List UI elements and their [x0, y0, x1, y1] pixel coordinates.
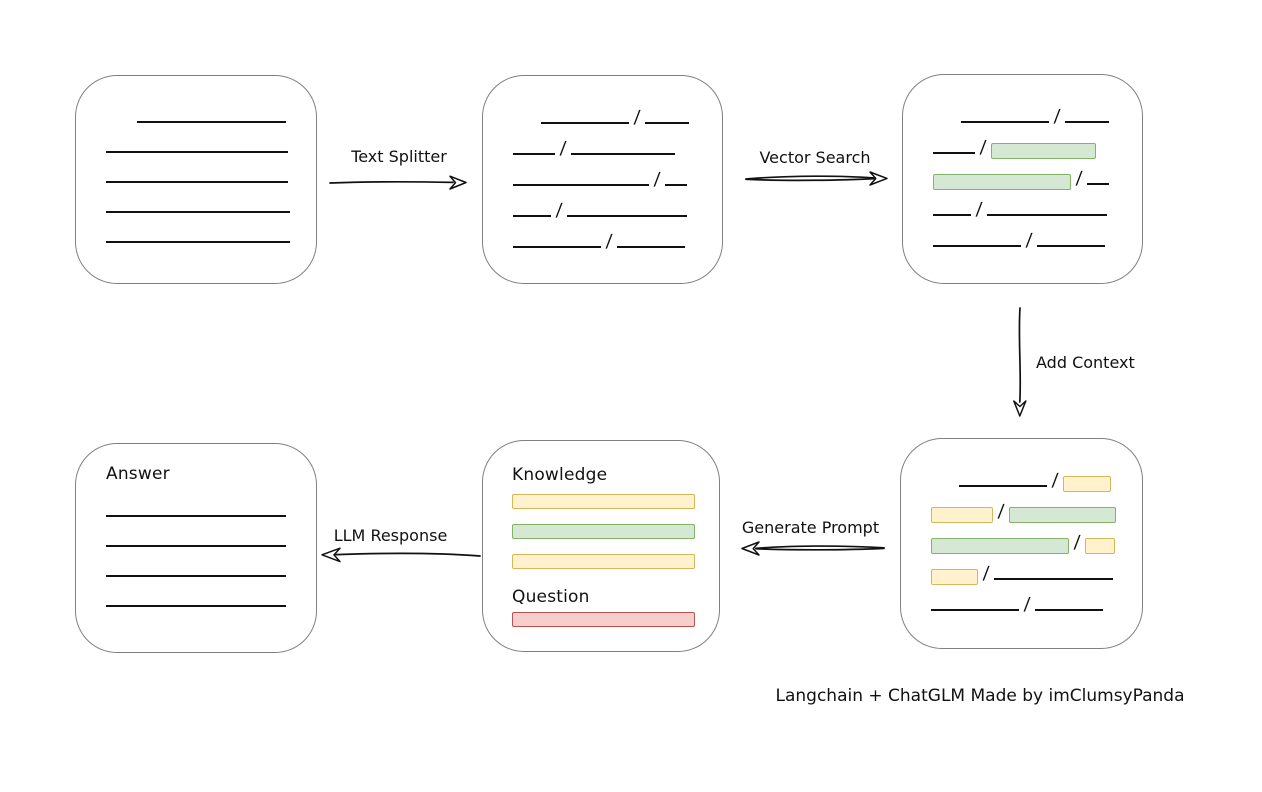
answer-node: Answer	[75, 443, 317, 653]
slash-separator: /	[555, 200, 563, 221]
slash-separator: /	[605, 231, 613, 252]
text-line	[1087, 183, 1110, 185]
yellow-bar	[512, 554, 695, 569]
highlight-chunk-green	[933, 174, 1071, 190]
text-line	[994, 578, 1114, 580]
text-line	[541, 122, 629, 124]
slash-separator: /	[975, 199, 983, 220]
generate-prompt-label: Generate Prompt	[741, 518, 880, 537]
text-row: /	[933, 134, 1142, 160]
slash-separator: /	[1025, 230, 1033, 251]
vector-search-arrow	[745, 171, 888, 186]
highlight-chunk-yellow	[1085, 538, 1116, 554]
highlight-chunk-yellow	[931, 569, 978, 585]
green-bar	[512, 524, 695, 539]
text-line	[1065, 121, 1110, 123]
text-row: /	[931, 529, 1142, 555]
highlight-chunk-green	[1009, 507, 1117, 523]
text-row: /	[931, 498, 1142, 524]
text-row: /	[933, 227, 1142, 253]
text-row: /	[933, 165, 1142, 191]
text-line	[933, 152, 975, 154]
text-row: /	[513, 135, 722, 161]
text-line	[106, 181, 288, 183]
text-line	[513, 246, 601, 248]
text-line	[931, 609, 1019, 611]
text-line	[1035, 609, 1104, 611]
vector-matched-node: / / / / /	[902, 74, 1143, 284]
question-bars	[512, 612, 695, 627]
text-line	[961, 121, 1049, 123]
slash-separator: /	[979, 137, 987, 158]
slash-separator: /	[1051, 470, 1059, 491]
yellow-bar	[512, 494, 695, 509]
text-line	[987, 214, 1108, 216]
llm-response-label: LLM Response	[333, 526, 448, 545]
text-line	[933, 214, 971, 216]
vector-search-label: Vector Search	[759, 148, 871, 167]
text-line	[933, 245, 1021, 247]
text-row: /	[513, 228, 722, 254]
text-splitter-arrow	[329, 175, 467, 190]
text-row: /	[931, 560, 1142, 586]
highlight-chunk-green	[991, 143, 1097, 159]
text-line	[959, 485, 1047, 487]
generate-prompt-arrow	[741, 541, 885, 556]
text-line	[137, 121, 286, 123]
text-line	[513, 153, 555, 155]
caption: Langchain + ChatGLM Made by imClumsyPand…	[775, 686, 1185, 706]
text-row: /	[513, 104, 722, 130]
llm-response-arrow	[321, 547, 481, 563]
split-text-node: / / / / /	[482, 75, 723, 284]
text-line	[106, 575, 286, 577]
spacer	[933, 128, 961, 129]
answer-lines	[106, 515, 316, 607]
text-line	[106, 241, 290, 243]
slash-separator: /	[1075, 168, 1083, 189]
text-line	[1037, 245, 1106, 247]
text-row: /	[933, 103, 1142, 129]
slash-separator: /	[633, 107, 641, 128]
add-context-label: Add Context	[1036, 353, 1135, 372]
text-line	[571, 153, 676, 155]
knowledge-bars	[512, 494, 695, 569]
text-splitter-label: Text Splitter	[351, 147, 447, 166]
slash-separator: /	[559, 138, 567, 159]
prompt-node: Knowledge Question	[482, 440, 720, 652]
slash-separator: /	[1053, 106, 1061, 127]
text-row: /	[931, 467, 1142, 493]
highlight-chunk-yellow	[1063, 476, 1112, 492]
text-row: /	[931, 591, 1142, 617]
slash-separator: /	[1073, 532, 1081, 553]
text-line	[513, 184, 649, 186]
slash-separator: /	[982, 563, 990, 584]
text-line	[106, 545, 286, 547]
text-line	[567, 215, 688, 217]
context-node: / / / / /	[900, 438, 1143, 649]
spacer	[931, 492, 959, 493]
spacer	[513, 129, 541, 130]
question-label: Question	[512, 587, 590, 607]
text-line	[617, 246, 686, 248]
highlight-chunk-green	[931, 538, 1069, 554]
add-context-arrow	[1013, 307, 1027, 417]
slash-separator: /	[653, 169, 661, 190]
slash-separator: /	[997, 501, 1005, 522]
knowledge-label: Knowledge	[512, 465, 608, 485]
text-line	[106, 515, 286, 517]
text-line	[645, 122, 690, 124]
slash-separator: /	[1023, 594, 1031, 615]
document-node	[75, 75, 317, 284]
text-row: /	[513, 197, 722, 223]
text-row: /	[933, 196, 1142, 222]
text-line	[106, 151, 288, 153]
highlight-chunk-yellow	[931, 507, 993, 523]
text-row: /	[513, 166, 722, 192]
text-line	[513, 215, 551, 217]
text-line	[106, 605, 286, 607]
red-bar	[512, 612, 695, 627]
answer-label: Answer	[106, 464, 170, 484]
text-line	[665, 184, 688, 186]
text-line	[106, 211, 290, 213]
